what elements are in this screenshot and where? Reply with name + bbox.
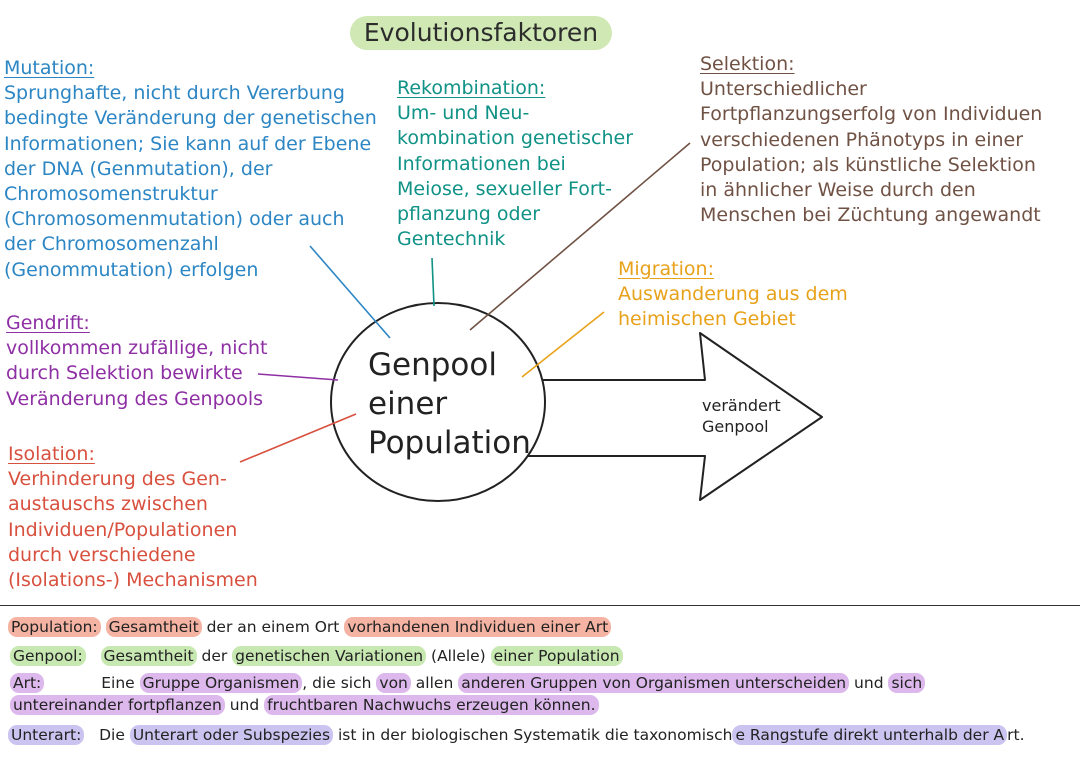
factor-line: der DNA (Genmutation), der [4,157,273,180]
factor-isolation: Isolation: Verhinderung des Gen- austaus… [8,442,258,593]
factor-heading: Isolation: [8,443,95,465]
arrow-label: verändert Genpool [702,395,781,437]
definition-highlight: e Rangstufe direkt unterhalb der A [732,725,1008,745]
arrow-label-line: verändert [702,396,781,415]
migration-connector [521,311,605,378]
factor-migration: Migration: Auswanderung aus dem heimisch… [618,257,848,333]
definition-text: (Allele) [426,647,491,665]
definition-population: Population: Gesamtheit der an einem Ort … [8,616,612,638]
section-divider [0,605,1080,606]
factor-line: Sprunghafte, nicht durch Vererbung [4,82,345,105]
arrow-label-line: Genpool [702,417,769,436]
factor-line: (Genommutation) erfolgen [4,258,259,281]
definition-text: , die sich [302,674,377,692]
factor-line: der Chromosomenzahl [4,233,219,256]
factor-line: Fortpflanzungserfolg von Individuen [700,103,1043,126]
factor-line: austauschs zwischen [8,493,208,516]
factor-line: Verhinderung des Gen- [8,468,227,491]
change-arrow [520,332,823,501]
definition-highlight: von [376,673,411,693]
genpool-label-line: Population [368,425,531,461]
factor-heading: Selektion: [700,53,795,75]
definition-highlight: vorhandenen Individuen einer Art [344,617,612,637]
factor-heading: Gendrift: [6,312,90,334]
definition-text: rt. [1007,726,1025,744]
definition-highlight: fruchtbaren Nachwuchs erzeugen können. [264,695,599,715]
factor-line: Informationen; Sie kann auf der Ebene [4,132,372,155]
definition-text: ist in der biologischen Systematik die t… [333,726,733,744]
rekombination-connector [431,257,435,307]
factor-heading: Migration: [618,258,714,280]
factor-line: Chromosomenstruktur [4,183,218,206]
definition-art: Art: Eine Gruppe Organismen, die sich vo… [10,672,926,694]
factor-mutation: Mutation: Sprunghafte, nicht durch Verer… [4,56,377,283]
factor-line: Individuen/Populationen [8,518,238,541]
genpool-label-line: einer [368,386,448,422]
factor-line: vollkommen zufällige, nicht [6,337,268,360]
definition-term: Genpool: [10,646,86,666]
factor-line: Gentechnik [397,228,506,251]
factor-line: Um- und Neu- [397,102,530,125]
definition-term: Unterart: [8,725,85,745]
factor-line: Informationen bei [397,152,566,175]
gendrift-connector [257,373,339,381]
factor-line: kombination genetischer [397,127,634,150]
definition-text: allen [410,674,459,692]
factor-selektion: Selektion: Unterschiedlicher Fortpflanzu… [700,52,1042,228]
isolation-connector [239,413,357,463]
mutation-connector [309,245,391,339]
factor-line: Meiose, sexueller Fort- [397,177,612,200]
definition-text: und [224,696,265,714]
factor-line: durch Selektion bewirkte [6,362,243,385]
factor-line: Auswanderung aus dem [618,283,848,306]
definition-term: Population: [8,617,101,637]
factor-line: in ähnlicher Weise durch den [700,179,976,202]
definition-highlight: Gruppe Organismen [139,673,303,693]
definition-highlight: einer Population [490,646,623,666]
factor-heading: Mutation: [4,57,95,79]
factor-line: verschiedenen Phänotyps in einer [700,128,1024,151]
definition-text: der [196,647,233,665]
factor-rekombination: Rekombination: Um- und Neu- kombination … [397,76,633,252]
factor-gendrift: Gendrift: vollkommen zufällige, nicht du… [6,311,267,412]
definition-highlight: sich [888,673,926,693]
definition-term: Art: [10,673,45,693]
definition-highlight: untereinander fortpflanzen [10,695,225,715]
definition-unterart: Unterart: Die Unterart oder Subspezies i… [8,724,1025,746]
genpool-circle [330,302,546,502]
factor-heading: Rekombination: [397,77,546,99]
factor-line: Veränderung des Genpools [6,387,264,410]
genpool-label: Genpool einer Population [368,346,531,463]
definition-highlight: Gesamtheit [105,617,202,637]
selektion-connector [469,142,691,331]
definition-text: Die [99,726,130,744]
definition-highlight: genetischen Variationen [232,646,427,666]
factor-line: durch verschiedene [8,543,196,566]
genpool-label-line: Genpool [368,347,497,383]
factor-line: (Isolations-) Mechanismen [8,569,258,592]
title-highlight [350,16,612,50]
factor-line: pflanzung oder [397,203,541,226]
definition-highlight: Gesamtheit [100,646,197,666]
definition-text: und [849,674,889,692]
definition-highlight: Unterart oder Subspezies [129,725,334,745]
factor-line: Unterschiedlicher [700,78,867,101]
definition-highlight: anderen Gruppen von Organismen untersche… [458,673,850,693]
factor-line: bedingte Veränderung der genetischen [4,107,377,130]
definition-art-continued: untereinander fortpflanzen und fruchtbar… [10,694,599,716]
definition-genpool: Genpool: Gesamtheit der genetischen Vari… [10,645,623,667]
factor-line: Population; als künstliche Selektion [700,153,1036,176]
page-title: Evolutionsfaktoren [363,18,599,47]
definition-text: Eine [101,674,140,692]
factor-line: (Chromosomenmutation) oder auch [4,208,345,231]
factor-line: Menschen bei Züchtung angewandt [700,204,1041,227]
definition-text: der an einem Ort [201,618,345,636]
factor-line: heimischen Gebiet [618,308,796,331]
